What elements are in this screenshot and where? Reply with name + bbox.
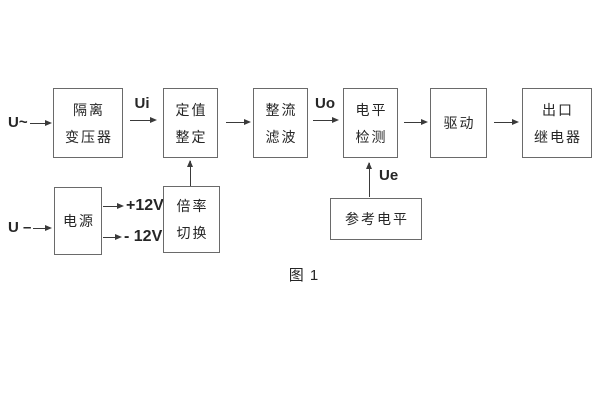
arrow-ac-input	[30, 119, 52, 126]
arrow-level-to-driver	[404, 118, 428, 125]
pos12v-label: +12V	[126, 197, 164, 214]
block-label: 整流	[265, 101, 298, 118]
block-reference-level: 参考电平	[330, 198, 422, 240]
ac-input-label: U~	[8, 114, 28, 131]
block-label: 倍率	[176, 198, 209, 214]
block-label: 隔离	[73, 101, 105, 118]
block-driver: 驱动	[430, 88, 487, 158]
arrow-neg12v	[103, 233, 122, 240]
block-label: 电平	[355, 101, 388, 118]
arrow-reference-to-level	[365, 162, 372, 197]
block-label: 继电器	[534, 128, 582, 145]
dc-input-label: U –	[8, 219, 32, 236]
block-label: 检测	[355, 128, 388, 145]
arrow-driver-to-relay	[494, 118, 519, 125]
block-label: 驱动	[443, 115, 476, 131]
block-isolation-transformer: 隔离 变压器	[53, 88, 123, 158]
arrow-ratio-to-setting	[186, 160, 193, 186]
signal-label-ue: Ue	[379, 167, 399, 184]
block-power-supply: 电源	[54, 187, 102, 255]
arrow-setting-to-rectifier	[226, 118, 251, 125]
arrow-isolation-to-setting	[130, 116, 157, 123]
signal-label-ui: Ui	[134, 95, 150, 112]
arrow-pos12v	[103, 202, 124, 209]
block-output-relay: 出口 继电器	[522, 88, 592, 158]
block-label: 出口	[542, 101, 574, 118]
block-label: 滤波	[265, 128, 298, 145]
block-setting-adjust: 定值 整定	[163, 88, 218, 158]
block-rectifier-filter: 整流 滤波	[253, 88, 308, 158]
block-label: 变压器	[65, 128, 113, 145]
block-label: 参考电平	[345, 211, 409, 227]
figure-caption: 图 1	[288, 267, 320, 284]
block-label: 切换	[176, 225, 209, 241]
block-level-detect: 电平 检测	[343, 88, 398, 158]
signal-label-uo: Uo	[315, 95, 335, 112]
block-ratio-switch: 倍率 切换	[163, 186, 220, 253]
neg12v-label: - 12V	[124, 228, 163, 245]
arrow-dc-input	[33, 224, 52, 231]
block-label: 整定	[175, 128, 208, 145]
arrow-rectifier-to-level	[313, 116, 339, 123]
block-label: 定值	[175, 101, 208, 118]
block-label: 电源	[63, 213, 95, 229]
